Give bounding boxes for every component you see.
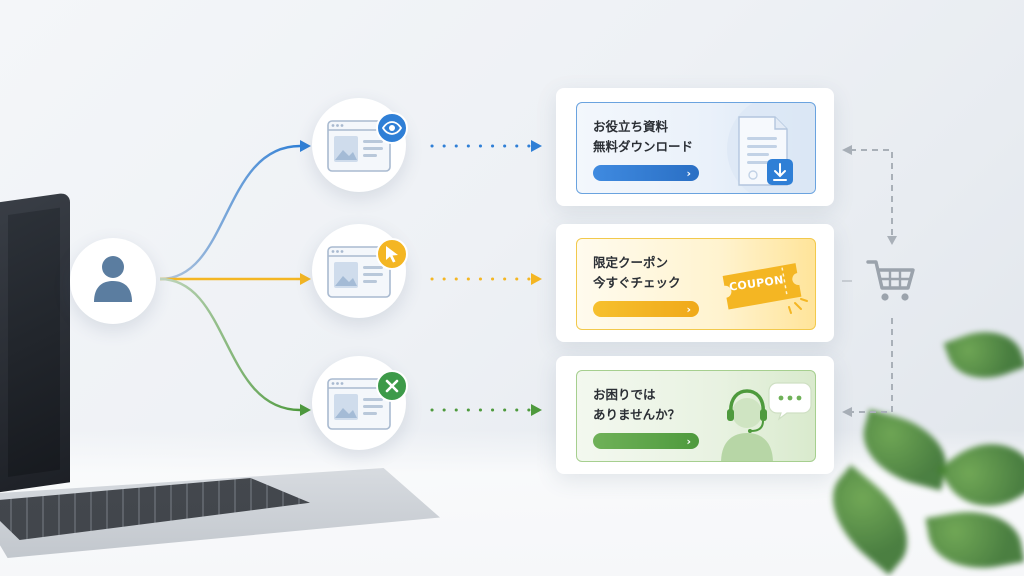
- branch-arrowhead-blue: [300, 140, 311, 152]
- headset-agent-icon: [721, 382, 812, 461]
- coupon-banner[interactable]: 限定クーポン 今すぐチェック › COUPON: [576, 238, 816, 330]
- webpage-icon: [327, 378, 391, 430]
- user-node: [70, 238, 156, 324]
- download-banner[interactable]: お役立ち資料 無料ダウンロード ›: [576, 102, 816, 194]
- download-cta-button[interactable]: ›: [593, 165, 699, 181]
- content-card-coupon: 限定クーポン 今すぐチェック › COUPON: [556, 224, 834, 342]
- branch-arrowhead-green: [300, 404, 311, 416]
- document-download-icon: [727, 103, 815, 193]
- coupon-cta-button[interactable]: ›: [593, 301, 699, 317]
- chevron-right-icon: ›: [686, 434, 691, 448]
- page-node-exit: [312, 356, 408, 450]
- page-node-view: [312, 98, 408, 192]
- chevron-right-icon: ›: [686, 166, 691, 180]
- plant-leaf: [943, 319, 1024, 391]
- cart-loop-top: [850, 149, 893, 238]
- laptop-screen: [0, 192, 70, 498]
- banner-title-line: お困りでは: [593, 387, 656, 402]
- branch-arrowhead-yellow: [300, 273, 311, 285]
- laptop-display: [8, 207, 60, 477]
- dotted-arrowhead-blue: [531, 140, 542, 152]
- banner-title-line: お役立ち資料: [593, 119, 669, 134]
- view-badge: [376, 112, 408, 144]
- banner-title-line: 限定クーポン: [593, 255, 669, 270]
- coupon-ticket: COUPON: [719, 255, 809, 317]
- close-badge: [376, 370, 408, 402]
- eye-icon: [382, 121, 402, 135]
- user-icon: [94, 256, 132, 302]
- page-node-click: [312, 224, 408, 318]
- banner-title-line: 今すぐチェック: [593, 275, 681, 290]
- cursor-icon: [386, 246, 398, 263]
- chevron-right-icon: ›: [686, 302, 691, 316]
- content-card-download: お役立ち資料 無料ダウンロード ›: [556, 88, 834, 206]
- webpage-icon: [327, 120, 391, 172]
- branch-line-green: [159, 277, 301, 412]
- close-icon: [385, 379, 399, 393]
- banner-title: お困りでは ありませんか？: [593, 385, 680, 425]
- cart-loop-top-arrowhead: [842, 145, 852, 155]
- content-card-support: お困りでは ありませんか？ ›: [556, 356, 834, 474]
- banner-title-line: ありませんか？: [593, 407, 681, 422]
- support-cta-button[interactable]: ›: [593, 433, 699, 449]
- dotted-arrowhead-green: [531, 404, 542, 416]
- plant-leaf: [925, 502, 1024, 576]
- banner-title: 限定クーポン 今すぐチェック: [593, 253, 681, 293]
- plant-leaf: [937, 423, 1024, 527]
- cart-loop-top-down-arrowhead: [887, 236, 897, 245]
- branch-line-blue: [159, 144, 301, 281]
- plant-leaf: [853, 409, 957, 491]
- coupon-ticket-icon: [722, 263, 808, 314]
- support-banner[interactable]: お困りでは ありませんか？ ›: [576, 370, 816, 462]
- banner-title: お役立ち資料 無料ダウンロード: [593, 117, 693, 157]
- dotted-arrowhead-yellow: [531, 273, 542, 285]
- shopping-cart-icon: [866, 260, 915, 301]
- banner-title-line: 無料ダウンロード: [593, 139, 694, 154]
- click-badge: [376, 238, 408, 270]
